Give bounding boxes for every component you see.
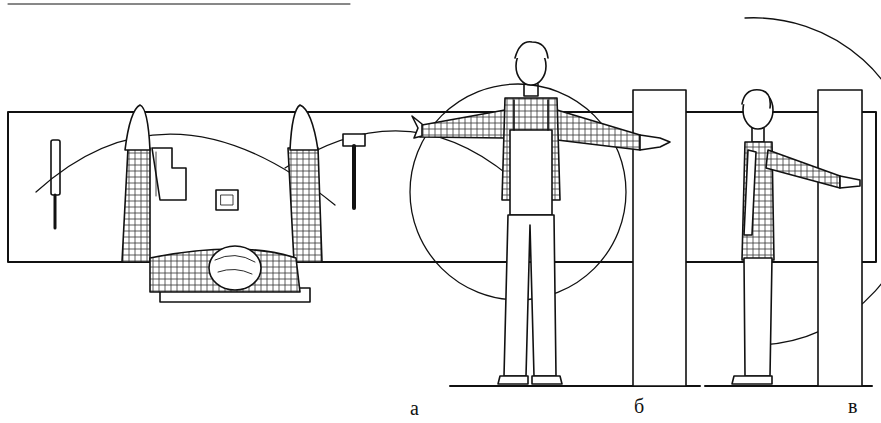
- panel-letter: б: [634, 396, 644, 416]
- panel-letter: в: [848, 396, 857, 416]
- panel-letter: а: [410, 398, 419, 418]
